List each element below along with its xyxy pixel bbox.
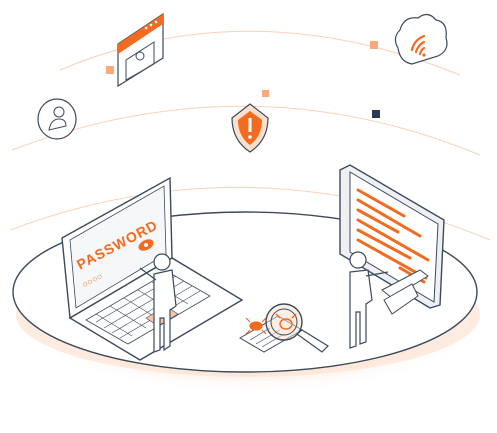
cloud-wifi-icon bbox=[394, 13, 448, 65]
user-icon bbox=[37, 98, 77, 140]
browser-window-icon bbox=[117, 12, 164, 88]
monitor-icon bbox=[339, 164, 445, 315]
floating-square bbox=[370, 41, 378, 49]
floating-square-dark bbox=[372, 110, 380, 118]
shield-warning-icon bbox=[231, 103, 269, 153]
bug-magnified-icon bbox=[275, 313, 297, 330]
bug-icon bbox=[245, 317, 267, 335]
floating-square bbox=[262, 90, 269, 97]
person-icon bbox=[139, 253, 177, 353]
person-icon bbox=[349, 251, 389, 349]
magnifier-bug-icon bbox=[239, 303, 329, 353]
eye-icon bbox=[138, 239, 154, 251]
floating-square bbox=[106, 66, 114, 74]
